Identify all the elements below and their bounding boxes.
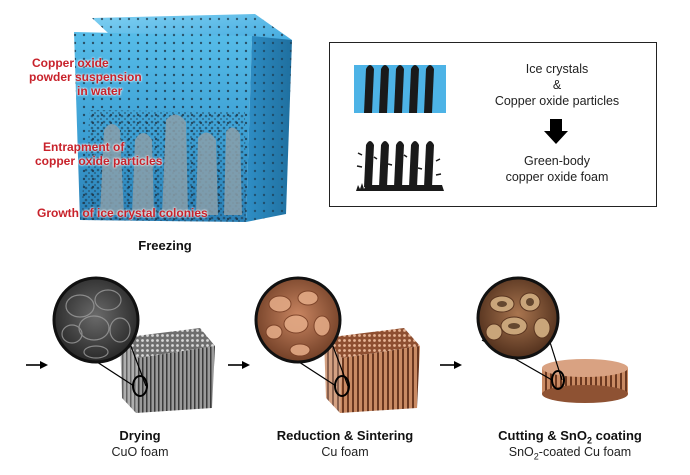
ice-crystal-columns (100, 114, 242, 215)
arrow-right-icon-1 (26, 361, 48, 369)
step-sintering-subtitle: Cu foam (321, 445, 369, 459)
down-arrow-icon (544, 119, 568, 144)
legend-bottom-text: Green-body copper oxide foam (505, 154, 609, 184)
legend-top-text: Ice crystals & Copper oxide particles (494, 62, 620, 108)
step-drying-title: Drying (119, 428, 161, 443)
freezing-cube-illustration (74, 14, 292, 222)
arrow-right-icon-3 (440, 361, 462, 369)
cu-foam-illustration (254, 276, 420, 413)
step-drying-subtitle: CuO foam (111, 445, 169, 459)
label-ice-growth: Growth of ice crystal colonies (37, 206, 208, 220)
ice-crystal-particle-icon (354, 65, 446, 113)
freezing-panel: Copper oxide powder suspension in water … (0, 0, 300, 260)
arrow-right-icon-2 (228, 361, 250, 369)
cuo-foam-illustration (52, 276, 215, 413)
label-entrapment: Entrapment of copper oxide particles (35, 140, 163, 168)
step-coating-subtitle: SnO2-coated Cu foam (508, 445, 632, 462)
legend-box: Ice crystals & Copper oxide particles Gr… (329, 42, 657, 207)
sno2-coated-foam-illustration (476, 276, 628, 403)
step-sintering-title: Reduction & Sintering (276, 428, 414, 443)
green-body-foam-icon (356, 141, 444, 191)
label-suspension: Copper oxide powder suspension in water (29, 56, 142, 98)
freezing-caption: Freezing (138, 238, 192, 253)
step-coating-title: Cutting & SnO2 coating (498, 428, 642, 446)
